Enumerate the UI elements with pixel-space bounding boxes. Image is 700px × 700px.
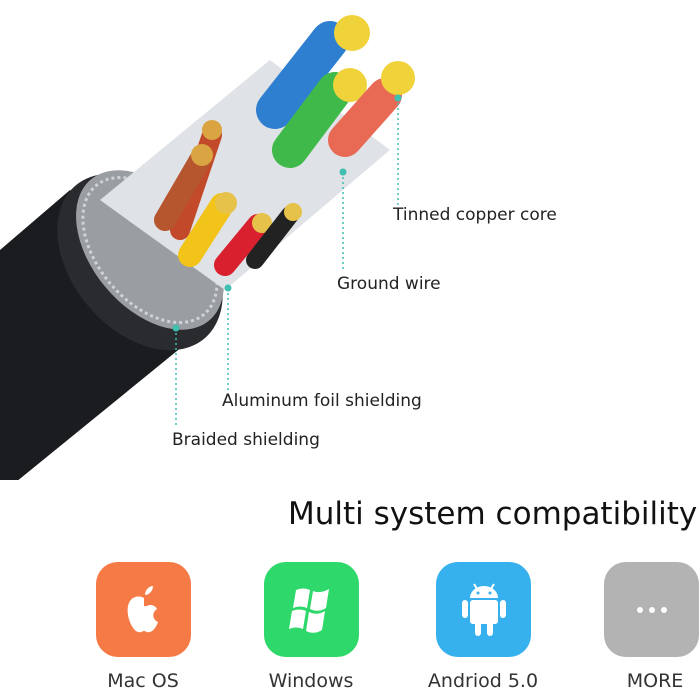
android-tile [436,562,531,657]
callout-lines [175,98,399,428]
label-windows: Windows [268,670,354,692]
callout-tinned-copper-core: Tinned copper core [393,205,557,225]
callout-ground-wire: Ground wire [337,274,441,294]
windows-icon [288,588,329,633]
more-tile [604,562,699,657]
cable-cross-section-illustration [0,15,415,480]
label-android: Andriod 5.0 [427,670,539,692]
section-title: Multi system compatibility [288,496,698,532]
label-more: MORE [626,670,684,692]
apple-icon [127,585,158,632]
android-icon [461,582,506,636]
windows-tile [264,562,359,657]
wires [154,15,415,276]
callout-braided-shielding: Braided shielding [172,430,320,450]
label-macos: Mac OS [107,670,179,692]
macos-tile [96,562,191,657]
callout-aluminum-foil: Aluminum foil shielding [222,391,422,411]
callout-dots [172,94,402,332]
more-dots-icon [636,606,667,613]
